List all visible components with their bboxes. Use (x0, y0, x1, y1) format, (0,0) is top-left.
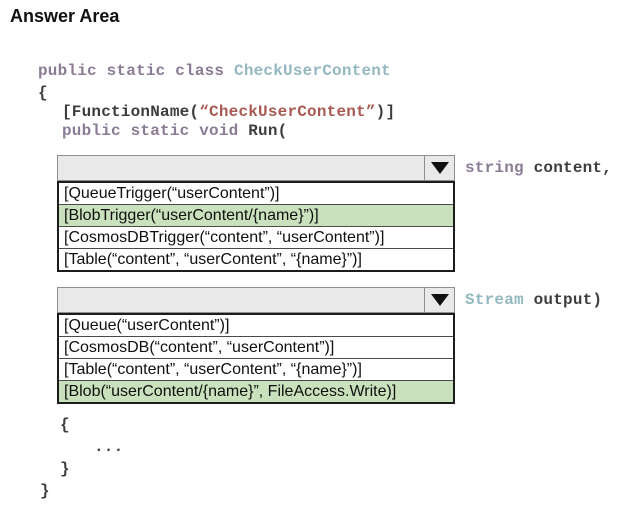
answer-area-title: Answer Area (10, 6, 120, 26)
code-line-class-open-brace: { (38, 84, 48, 102)
code-keywords: public static void (62, 122, 249, 140)
dropdown-option-selected[interactable]: [Blob(“userContent/{name}”, FileAccess.W… (59, 381, 453, 402)
output-dropdown-options: [Queue(“userContent”)] [CosmosDB(“conten… (57, 313, 455, 404)
trigger-dropdown-arrow-button[interactable] (424, 156, 454, 180)
code-line-body-open-brace: { (60, 416, 70, 434)
code-class-name: CheckUserContent (234, 62, 391, 80)
attribute-string-literal: “CheckUserContent” (199, 103, 376, 121)
code-param1: string content, (465, 159, 612, 177)
dropdown-option[interactable]: [QueueTrigger(“userContent”)] (59, 183, 453, 205)
dropdown-option[interactable]: [CosmosDBTrigger(“content”, “userContent… (59, 227, 453, 249)
code-method-name: Run( (248, 122, 288, 140)
code-line-body-ellipsis: ... (94, 438, 124, 456)
code-line-class-close-brace: } (40, 482, 50, 500)
code-param2-name: output) (523, 291, 603, 309)
trigger-dropdown-options: [QueueTrigger(“userContent”)] [BlobTrigg… (57, 181, 455, 272)
code-param1-name: content, (523, 159, 613, 177)
attribute-prefix: [FunctionName( (62, 103, 200, 121)
dropdown-option[interactable]: [Table(“content”, “userContent”, “{name}… (64, 251, 362, 268)
dropdown-option-selected[interactable]: [BlobTrigger(“userContent/{name}”)] (59, 205, 453, 227)
code-keywords: public static class (38, 62, 235, 80)
code-line-class-declaration: public static class CheckUserContent (38, 62, 391, 80)
dropdown-option[interactable]: [Queue(“userContent”)] (59, 315, 453, 337)
chevron-down-icon (430, 294, 449, 306)
code-param2: Stream output) (465, 291, 602, 309)
output-dropdown[interactable] (57, 287, 455, 313)
code-line-method-declaration: public static void Run( (62, 122, 287, 140)
attribute-suffix: )] (375, 103, 396, 121)
chevron-down-icon (430, 162, 449, 174)
dropdown-option[interactable]: [Table(“content”, “userContent”, “{name}… (59, 359, 453, 381)
trigger-dropdown[interactable] (57, 155, 455, 181)
code-line-body-close-brace: } (60, 460, 70, 478)
code-param1-keyword: string (465, 159, 524, 177)
code-param2-type: Stream (465, 291, 524, 309)
output-dropdown-arrow-button[interactable] (424, 288, 454, 312)
code-line-function-attribute: [FunctionName(“CheckUserContent”)] (62, 103, 395, 121)
dropdown-option[interactable]: [CosmosDB(“content”, “userContent”)] (59, 337, 453, 359)
